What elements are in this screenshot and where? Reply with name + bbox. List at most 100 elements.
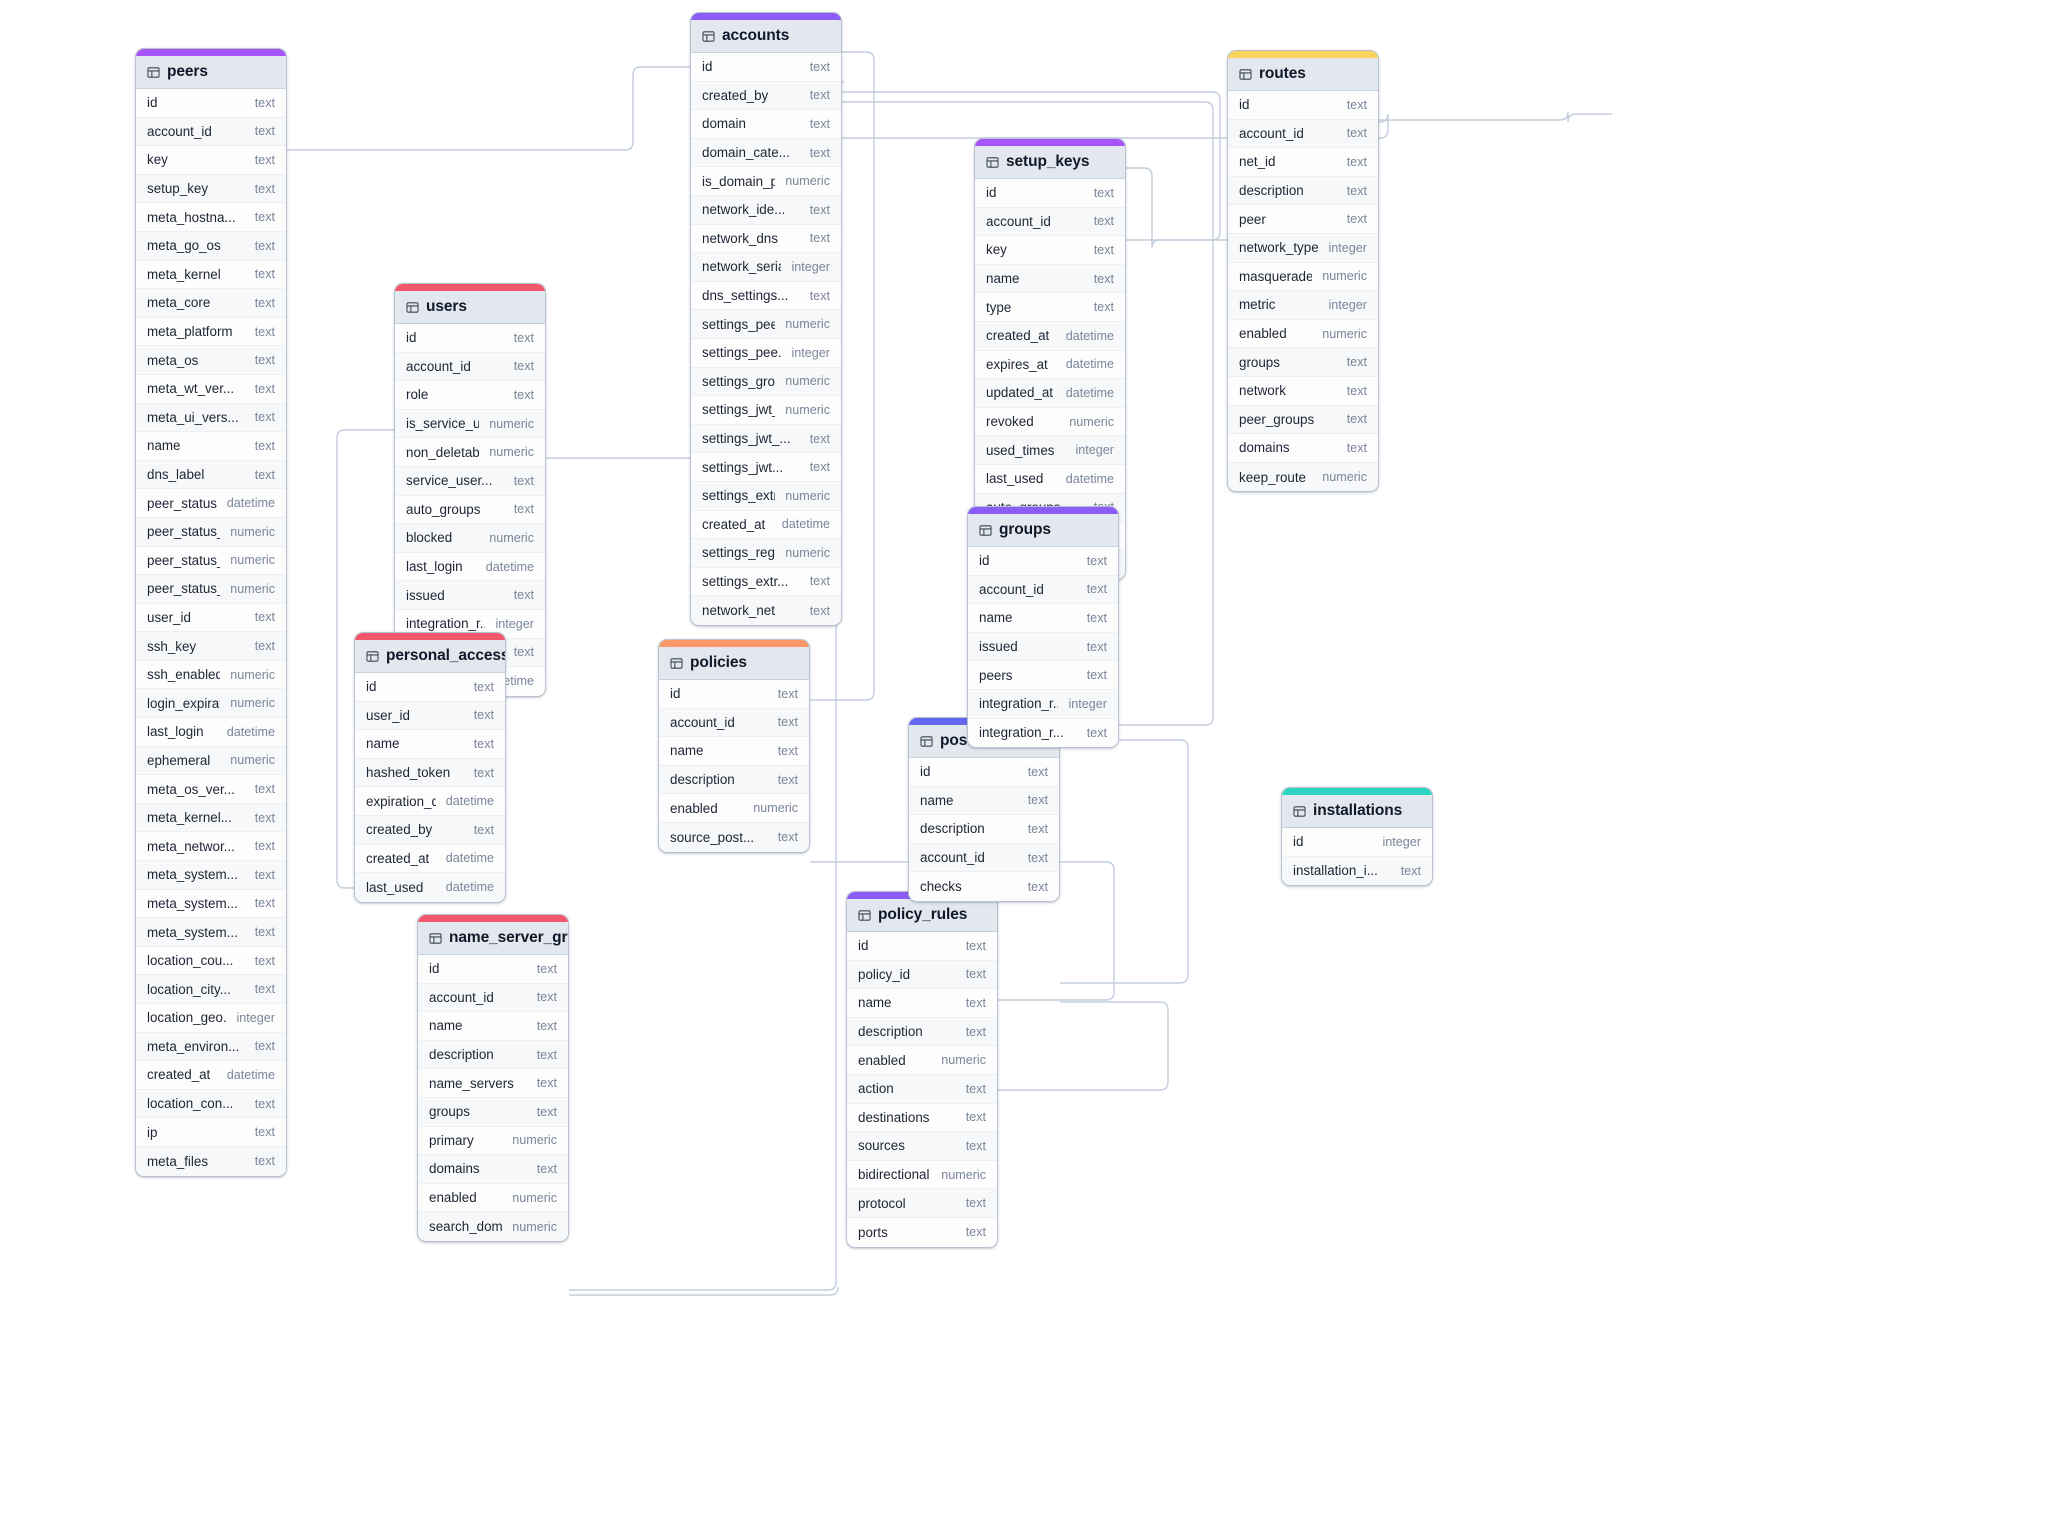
field-row[interactable]: integration_r...text (968, 718, 1118, 748)
table-header-peers[interactable]: peers (136, 56, 286, 89)
field-row[interactable]: settings_jwt...text (691, 453, 841, 482)
field-row[interactable]: service_user...text (395, 466, 545, 496)
field-row[interactable]: domain_cate...text (691, 138, 841, 168)
field-row[interactable]: settings_gro...numeric (691, 367, 841, 397)
field-row[interactable]: meta_hostna...text (136, 203, 286, 232)
field-row[interactable]: location_cou...text (136, 946, 286, 976)
field-row[interactable]: location_city...text (136, 975, 286, 1004)
field-row[interactable]: settings_pee...integer (691, 338, 841, 368)
table-header-routes[interactable]: routes (1228, 58, 1378, 91)
field-row[interactable]: source_post...text (659, 822, 809, 852)
field-row[interactable]: meta_os_ver...text (136, 775, 286, 804)
table-header-policies[interactable]: policies (659, 647, 809, 680)
field-row[interactable]: meta_ui_vers...text (136, 403, 286, 433)
field-row[interactable]: settings_pee...numeric (691, 310, 841, 339)
field-row[interactable]: location_geo...integer (136, 1004, 286, 1033)
field-row[interactable]: expiration_da...datetime (355, 787, 505, 816)
table-node-name_server_groups[interactable]: name_server_groupsidtextaccount_idtextna… (417, 914, 569, 1242)
field-row[interactable]: meta_system...text (136, 861, 286, 890)
table-header-setup_keys[interactable]: setup_keys (975, 146, 1125, 179)
table-header-installations[interactable]: installations (1282, 795, 1432, 828)
field-row[interactable]: settings_extr...numeric (691, 481, 841, 511)
field-row[interactable]: search_doma...numeric (418, 1212, 568, 1241)
field-row[interactable]: settings_reg...numeric (691, 539, 841, 568)
field-row[interactable]: settings_jwt_...numeric (691, 396, 841, 425)
field-row[interactable]: integration_r...integer (968, 689, 1118, 719)
